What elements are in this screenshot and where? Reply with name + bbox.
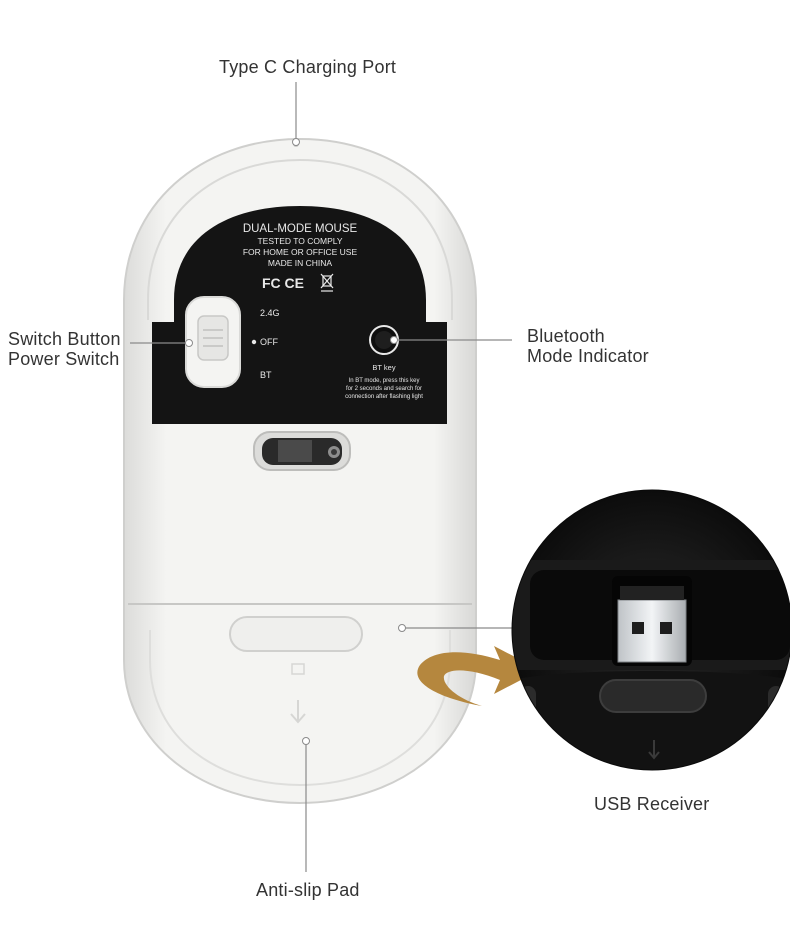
bt-marker	[390, 336, 398, 344]
mode-indicator-dot	[251, 339, 257, 345]
optical-sensor	[253, 431, 351, 471]
mode-bt-label: BT	[260, 370, 272, 380]
sticker-title: DUAL-MODE MOUSE	[243, 223, 358, 235]
sticker-line-3: MADE IN CHINA	[268, 258, 333, 268]
sticker-line-1: TESTED TO COMPLY	[257, 236, 342, 246]
power-switch	[185, 296, 241, 388]
switch-marker	[185, 339, 193, 347]
label-anti-slip-pad: Anti-slip Pad	[256, 880, 360, 900]
label-usb-receiver: USB Receiver	[594, 794, 710, 814]
bt-note-3: connection after flashing light	[345, 394, 423, 400]
label-charging-port: Type C Charging Port	[219, 57, 397, 77]
port-marker	[292, 138, 300, 146]
curved-arrow	[417, 646, 540, 706]
zoom-circle-border	[511, 489, 790, 771]
cert-marks: FC CE	[262, 275, 304, 291]
usb-receiver-zoom	[512, 490, 790, 770]
label-bluetooth: Bluetooth	[527, 326, 605, 346]
sticker-line-2: FOR HOME OR OFFICE USE	[243, 247, 358, 257]
bt-note-2: for 2 seconds and search for	[346, 386, 422, 392]
mode-24g-label: 2.4G	[260, 308, 280, 318]
cover-marker	[398, 624, 406, 632]
bt-key-label: BT key	[372, 363, 395, 372]
bt-note-1: In BT mode, press this key	[349, 378, 420, 384]
label-power-switch: Power Switch	[8, 349, 120, 369]
weee-icon	[320, 273, 334, 292]
bt-key-inner	[375, 331, 393, 349]
pad-marker	[302, 737, 310, 745]
label-switch-button: Switch Button	[8, 329, 121, 349]
label-mode-indicator: Mode Indicator	[527, 346, 649, 366]
mode-off-label: OFF	[260, 337, 278, 347]
